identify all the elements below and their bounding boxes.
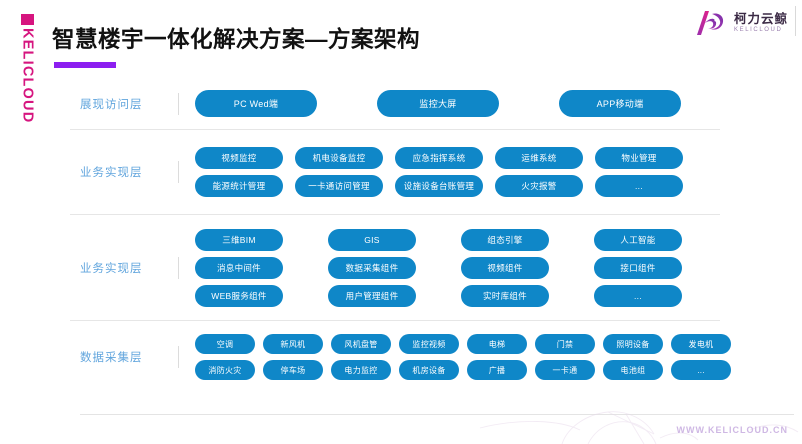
- chip-item[interactable]: 应急指挥系统: [395, 147, 483, 169]
- chip-item[interactable]: 监控大屏: [377, 90, 499, 117]
- chip-row: 消防火灾 停车场 电力监控 机房设备 广播 一卡通 电池组 ...: [195, 360, 731, 380]
- layer-label: 展现访问层: [80, 98, 143, 111]
- chip-item[interactable]: ...: [594, 284, 682, 307]
- layer-label: 业务实现层: [80, 167, 143, 179]
- chip-item[interactable]: 门禁: [535, 334, 595, 354]
- chip-item[interactable]: APP移动端: [559, 90, 681, 117]
- chip-item[interactable]: ...: [595, 175, 683, 197]
- chip-item[interactable]: 数据采集组件: [328, 256, 416, 279]
- company-logo: 柯力云鲸 KELICLOUD: [692, 8, 788, 38]
- layer-chip-grid: 三维BIM GIS 组态引擎 人工智能 消息中间件 数据采集组件 视频组件 接口…: [195, 228, 720, 307]
- chip-item[interactable]: 三维BIM: [195, 228, 283, 251]
- chip-item[interactable]: 实时库组件: [461, 284, 549, 307]
- chip-item[interactable]: 照明设备: [603, 334, 663, 354]
- chip-item[interactable]: 运维系统: [495, 147, 583, 169]
- chip-item[interactable]: 视频组件: [461, 256, 549, 279]
- chip-item[interactable]: 发电机: [671, 334, 731, 354]
- layer-label: 业务实现层: [80, 262, 143, 275]
- logo-divider: [795, 6, 796, 36]
- chip-item[interactable]: 能源统计管理: [195, 175, 283, 197]
- chip-item[interactable]: GIS: [328, 228, 416, 251]
- chip-item[interactable]: 视频监控: [195, 147, 283, 169]
- chip-row: WEB服务组件 用户管理组件 实时库组件 ...: [195, 284, 720, 307]
- chip-row: 能源统计管理 一卡通访问管理 设施设备台账管理 火灾报警 ...: [195, 175, 720, 197]
- chip-item[interactable]: 消息中间件: [195, 256, 283, 279]
- logo-name-cn: 柯力云鲸: [733, 11, 788, 26]
- logo-name-en: KELICLOUD: [733, 27, 783, 34]
- layer-chip-grid: 空调 新风机 风机盘管 监控视频 电梯 门禁 照明设备 发电机 消防火灾 停车场…: [195, 334, 731, 380]
- chip-item[interactable]: 风机盘管: [331, 334, 391, 354]
- chip-item[interactable]: 电池组: [603, 360, 663, 380]
- layer-label-cell: 展现访问层: [70, 96, 178, 112]
- chip-row: 三维BIM GIS 组态引擎 人工智能: [195, 228, 720, 251]
- layer-divider: [178, 256, 179, 279]
- chip-item[interactable]: 物业管理: [595, 147, 683, 169]
- chip-item[interactable]: 接口组件: [594, 256, 682, 279]
- brand-rail: KELICLOUD: [14, 14, 40, 184]
- chip-item[interactable]: 空调: [195, 334, 255, 354]
- layer-business-implementation-2: 业务实现层 三维BIM GIS 组态引擎 人工智能 消息中间件 数据采集组件 视…: [70, 215, 720, 321]
- chip-item[interactable]: 广播: [467, 360, 527, 380]
- chip-row: 消息中间件 数据采集组件 视频组件 接口组件: [195, 256, 720, 279]
- layer-label-cell: 业务实现层: [70, 164, 178, 180]
- layer-label: 数据采集层: [80, 352, 143, 364]
- layer-chip-grid: PC Wed端 监控大屏 APP移动端: [195, 90, 720, 117]
- layer-business-implementation-1: 业务实现层 视频监控 机电设备监控 应急指挥系统 运维系统 物业管理 能源统计管…: [70, 130, 720, 215]
- chip-item[interactable]: 电力监控: [331, 360, 391, 380]
- chip-item[interactable]: 机房设备: [399, 360, 459, 380]
- chip-item[interactable]: 一卡通: [535, 360, 595, 380]
- decorative-lineart: [479, 411, 799, 444]
- logo-text-block: 柯力云鲸 KELICLOUD: [734, 13, 788, 34]
- chip-item[interactable]: ...: [671, 360, 731, 380]
- chip-item[interactable]: 停车场: [263, 360, 323, 380]
- chip-item[interactable]: 用户管理组件: [328, 284, 416, 307]
- layer-data-collection: 数据采集层 空调 新风机 风机盘管 监控视频 电梯 门禁 照明设备 发电机 消防…: [70, 321, 731, 393]
- chip-row: 视频监控 机电设备监控 应急指挥系统 运维系统 物业管理: [195, 147, 720, 169]
- chip-row: PC Wed端 监控大屏 APP移动端: [195, 90, 720, 117]
- brand-square-icon: [20, 14, 34, 25]
- architecture-board: 展现访问层 PC Wed端 监控大屏 APP移动端 业务实现层 视频监控 机电设…: [70, 78, 731, 393]
- page-title: 智慧楼宇一体化解决方案—方案架构: [52, 27, 421, 52]
- chip-item[interactable]: 火灾报警: [495, 175, 583, 197]
- layer-label-cell: 数据采集层: [70, 349, 178, 365]
- chip-item[interactable]: 人工智能: [594, 228, 682, 251]
- chip-item[interactable]: 监控视频: [399, 334, 459, 354]
- chip-item[interactable]: 组态引擎: [461, 228, 549, 251]
- chip-item[interactable]: 电梯: [467, 334, 527, 354]
- chip-item[interactable]: 一卡通访问管理: [295, 175, 383, 197]
- chip-item[interactable]: PC Wed端: [195, 90, 317, 117]
- footer-website-url: WWW.KELICLOUD.CN: [676, 425, 788, 435]
- brand-vertical-text: KELICLOUD: [19, 28, 36, 124]
- chip-row: 空调 新风机 风机盘管 监控视频 电梯 门禁 照明设备 发电机: [195, 334, 731, 354]
- footer-divider: [80, 414, 794, 415]
- title-underline: [54, 62, 116, 68]
- layer-divider: [178, 161, 179, 183]
- chip-item[interactable]: 新风机: [263, 334, 323, 354]
- layer-label-cell: 业务实现层: [70, 260, 178, 276]
- layer-divider: [178, 346, 179, 368]
- layer-presentation-access: 展现访问层 PC Wed端 监控大屏 APP移动端: [70, 78, 720, 130]
- keli-cloud-mark-icon: [696, 11, 724, 35]
- chip-item[interactable]: 机电设备监控: [295, 147, 383, 169]
- layer-divider: [178, 92, 179, 115]
- chip-item[interactable]: 消防火灾: [195, 360, 255, 380]
- chip-item[interactable]: 设施设备台账管理: [395, 175, 483, 197]
- layer-chip-grid: 视频监控 机电设备监控 应急指挥系统 运维系统 物业管理 能源统计管理 一卡通访…: [195, 147, 720, 197]
- chip-item[interactable]: WEB服务组件: [195, 284, 283, 307]
